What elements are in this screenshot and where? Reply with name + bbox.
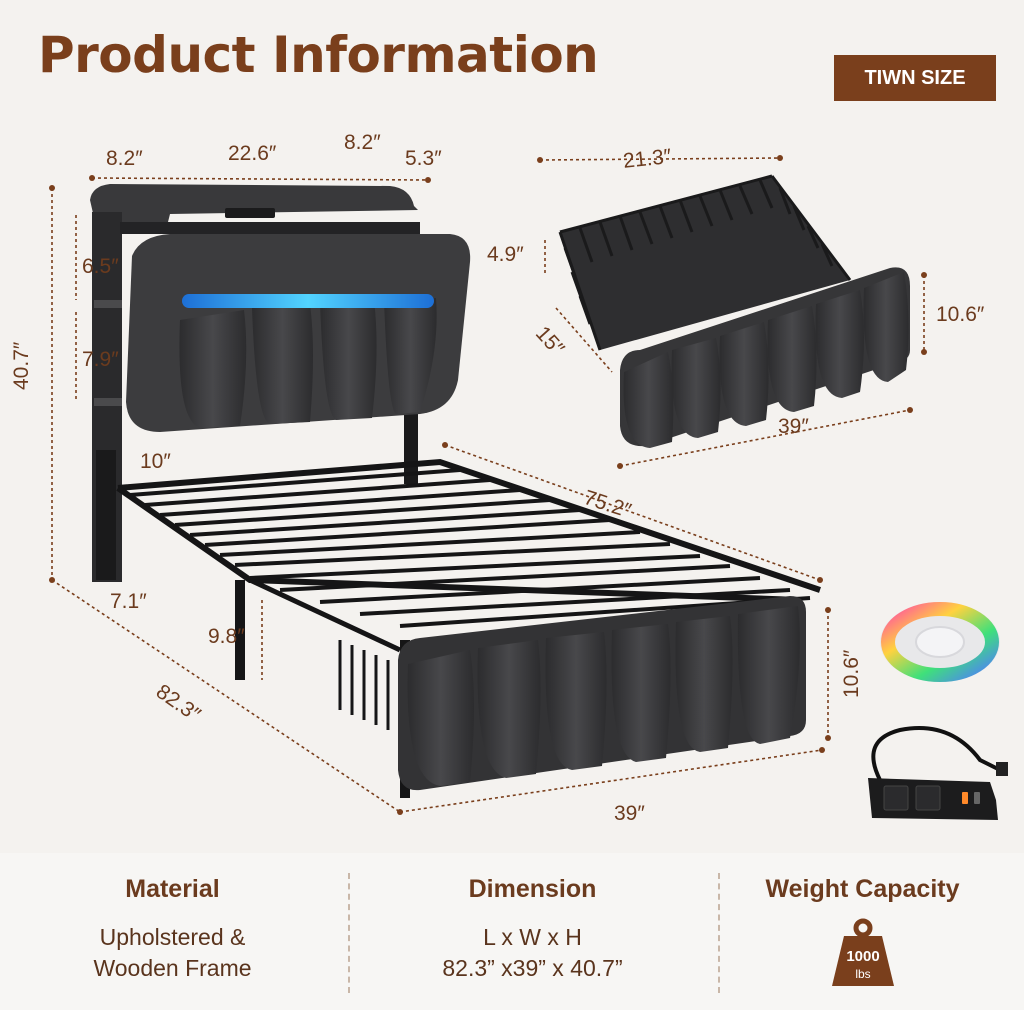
- dim-under-clearance: 9.8″: [208, 625, 245, 648]
- headboard-cushion: [126, 234, 471, 432]
- led-strip: [182, 294, 434, 308]
- spec-dimension: Dimension L x W x H 82.3” x39” x 40.7”: [395, 853, 670, 1010]
- dim-basket-width: 21.3″: [622, 144, 673, 173]
- divider: [718, 873, 720, 993]
- footboard: [398, 596, 806, 791]
- weight-icon: [832, 918, 894, 986]
- power-outlet-icon: [868, 726, 1008, 820]
- dim-total-height: 40.7″: [10, 341, 33, 390]
- dim-shelf-height-mid: 7.9″: [82, 348, 119, 371]
- dim-basket-front-width: 39″: [778, 415, 809, 438]
- dim-leg-offset: 7.1″: [110, 590, 147, 613]
- dimension-line-2: 82.3” x39” x 40.7”: [442, 955, 623, 981]
- headboard-shelf: [90, 184, 420, 582]
- weight-title: Weight Capacity: [765, 875, 960, 903]
- led-roll-icon: [880, 602, 1000, 682]
- size-badge: TIWN SIZE: [834, 55, 996, 101]
- material-title: Material: [125, 875, 220, 903]
- divider: [348, 873, 350, 993]
- metal-frame: [116, 458, 821, 798]
- page-title: Product Information: [38, 26, 599, 84]
- dim-shelf-depth: 5.3″: [405, 147, 442, 170]
- storage-basket: [558, 174, 910, 448]
- dim-shelf-height-top: 6.5″: [82, 255, 119, 278]
- weight-unit: lbs: [855, 967, 871, 981]
- material-line-1: Upholstered &: [99, 924, 246, 950]
- dim-shelf-left: 8.2″: [106, 147, 143, 170]
- dim-shelf-middle: 22.6″: [228, 142, 277, 165]
- dim-shelf-right: 8.2″: [344, 131, 381, 154]
- dimension-line-1: L x W x H: [483, 924, 582, 950]
- spec-weight: Weight Capacity: [735, 853, 990, 1010]
- dim-headboard-gap: 10″: [140, 450, 171, 473]
- dimension-title: Dimension: [468, 875, 597, 903]
- product-illustration: [49, 155, 1008, 820]
- dim-basket-height: 4.9″: [487, 243, 524, 266]
- dim-footboard-height: 10.6″: [840, 649, 863, 698]
- spec-material: Material Upholstered & Wooden Frame: [40, 853, 305, 1010]
- weight-value: 1000: [846, 948, 880, 965]
- dim-total-width: 39″: [614, 802, 645, 825]
- material-line-2: Wooden Frame: [93, 955, 252, 981]
- dim-basket-front-height: 10.6″: [936, 303, 985, 326]
